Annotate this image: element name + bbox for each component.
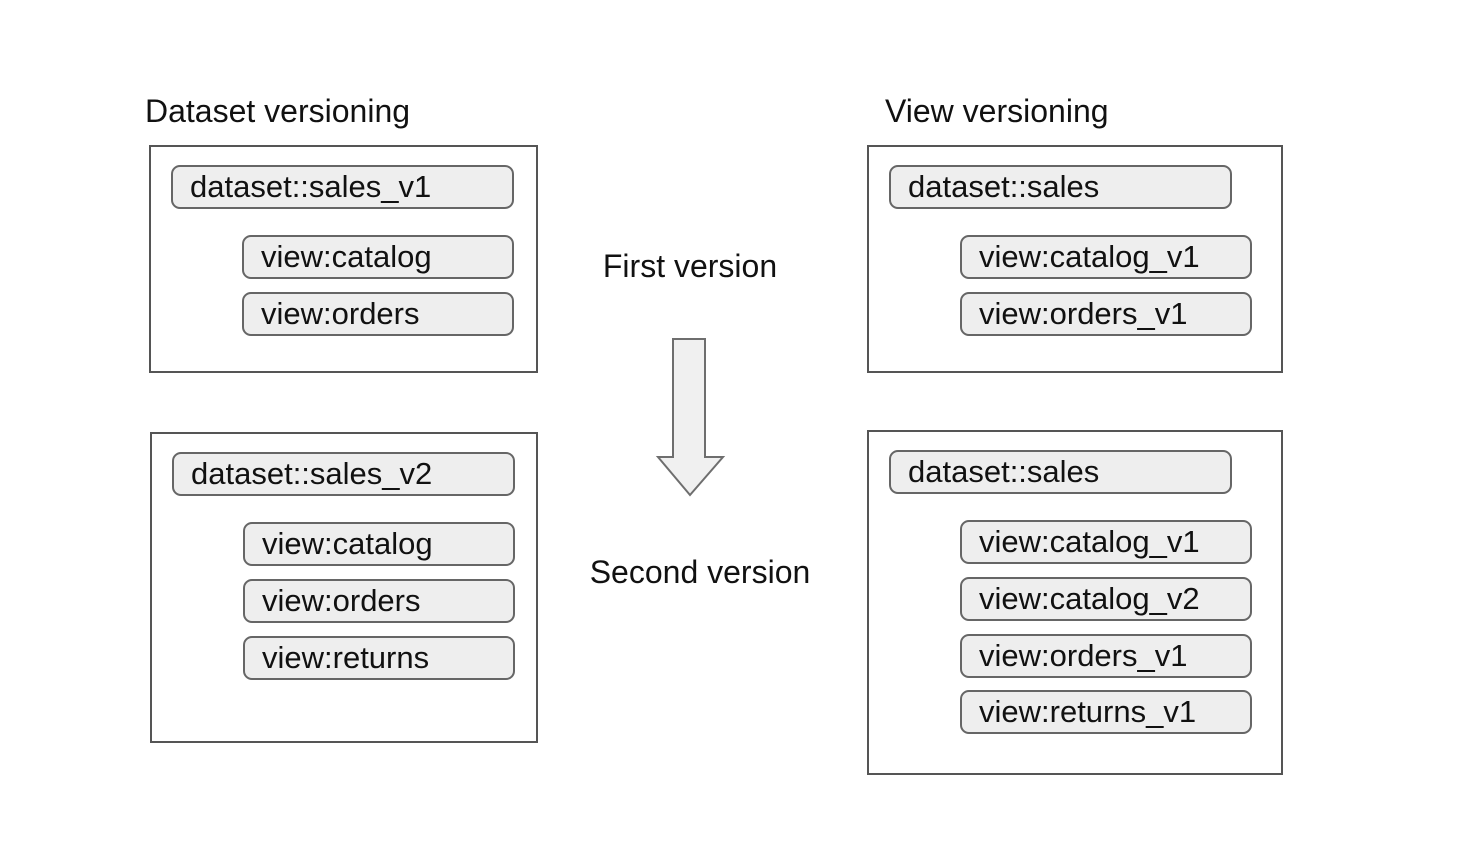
view-node: view:orders_v1 [960, 292, 1252, 336]
view-node: view:catalog_v2 [960, 577, 1252, 621]
dataset-node: dataset::sales [889, 450, 1232, 494]
view-node: view:returns [243, 636, 515, 680]
view-versioning-second-version-box: dataset::sales view:catalog_v1 view:cata… [867, 430, 1283, 775]
view-node: view:catalog_v1 [960, 235, 1252, 279]
view-node: view:orders [242, 292, 514, 336]
view-node: view:returns_v1 [960, 690, 1252, 734]
down-arrow-icon [655, 337, 726, 497]
view-node: view:catalog [243, 522, 515, 566]
view-node: view:orders [243, 579, 515, 623]
dataset-versioning-first-version-box: dataset::sales_v1 view:catalog view:orde… [149, 145, 538, 373]
dataset-versioning-second-version-box: dataset::sales_v2 view:catalog view:orde… [150, 432, 538, 743]
dataset-versioning-title: Dataset versioning [145, 93, 411, 129]
dataset-node: dataset::sales [889, 165, 1232, 209]
first-version-label: First version [602, 248, 778, 284]
view-node: view:orders_v1 [960, 634, 1252, 678]
view-node: view:catalog_v1 [960, 520, 1252, 564]
view-versioning-first-version-box: dataset::sales view:catalog_v1 view:orde… [867, 145, 1283, 373]
second-version-label: Second version [589, 554, 811, 590]
view-node: view:catalog [242, 235, 514, 279]
view-versioning-title: View versioning [885, 93, 1109, 129]
dataset-node: dataset::sales_v2 [172, 452, 515, 496]
dataset-node: dataset::sales_v1 [171, 165, 514, 209]
